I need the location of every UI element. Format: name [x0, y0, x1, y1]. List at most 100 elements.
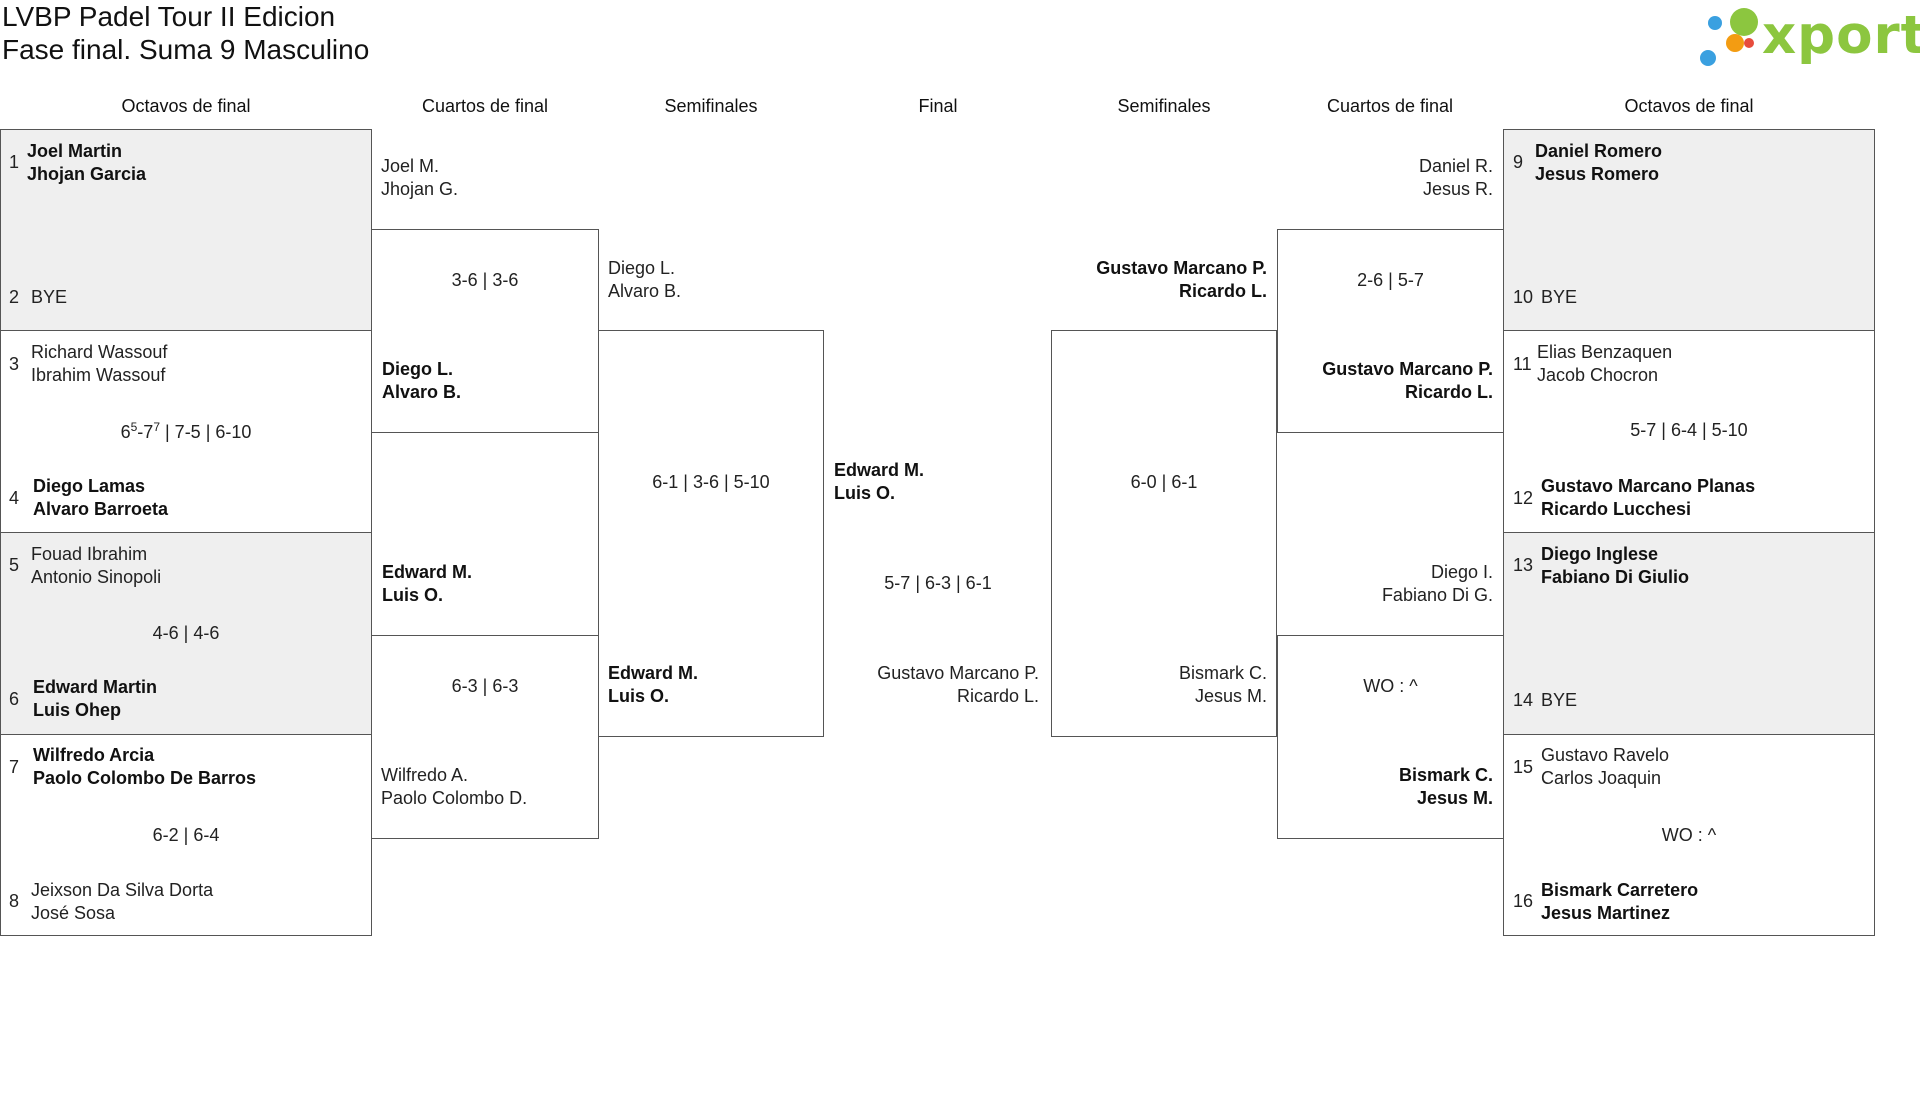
seed-8: 8 [9, 891, 20, 911]
player-name: Jesus R. [1422, 179, 1493, 199]
seed-15: 15 [1513, 757, 1534, 777]
round-header-right-qf: Cuartos de final [1326, 96, 1454, 116]
player-name: José Sosa [31, 903, 116, 923]
match-score: 3-6 | 3-6 [451, 270, 519, 290]
round-header-left-qf: Cuartos de final [421, 96, 549, 116]
final-runnerup-name: Gustavo Marcano P. [877, 663, 1039, 683]
match-left-sf[interactable] [598, 330, 824, 737]
logo-dot-blue [1708, 16, 1722, 30]
player-name: Diego L. [382, 359, 453, 379]
player-name: Daniel R. [1418, 156, 1493, 176]
match-score: WO : ^ [1363, 676, 1418, 696]
player-name: Diego L. [608, 258, 676, 278]
player-name: Gustavo Marcano P. [1096, 258, 1267, 278]
seed-10: 10 [1513, 287, 1534, 307]
player-name: Elias Benzaquen [1537, 342, 1673, 362]
match-score: 6-0 | 6-1 [1130, 472, 1198, 492]
match-right-r16-4[interactable] [1503, 734, 1875, 936]
match-left-qf-2[interactable] [371, 635, 599, 839]
player-name: Fouad Ibrahim [31, 544, 148, 564]
match-score: 65-77 | 7-5 | 6-10 [0, 420, 372, 443]
match-score: 2-6 | 5-7 [1357, 270, 1424, 290]
player-name: Edward M. [608, 663, 699, 683]
player-name: Alvaro B. [608, 281, 682, 301]
page-subtitle: Fase final. Suma 9 Masculino [2, 34, 370, 65]
seed-12: 12 [1513, 488, 1534, 508]
round-header-final: Final [918, 96, 958, 116]
seed-16: 16 [1513, 891, 1534, 911]
final-score: 5-7 | 6-3 | 6-1 [884, 573, 992, 593]
player-name: Diego I. [1430, 562, 1493, 582]
score-set1: 6 [120, 422, 131, 442]
player-name: Wilfredo Arcia [33, 745, 155, 765]
player-name: Ricardo L. [1404, 382, 1493, 402]
player-name: Joel Martin [27, 141, 123, 161]
tiebreak: 7 [153, 420, 160, 434]
player-name: Daniel Romero [1535, 141, 1663, 161]
match-score: 6-3 | 6-3 [451, 676, 519, 696]
bye-label: BYE [1541, 287, 1578, 307]
logo-text: xporty [1762, 5, 1920, 66]
seed-2: 2 [9, 287, 20, 307]
match-score: 6-2 | 6-4 [152, 825, 220, 845]
player-name: Luis O. [608, 686, 670, 706]
player-name: Diego Inglese [1541, 544, 1659, 564]
player-name: Jesus M. [1194, 686, 1267, 706]
player-name: Joel M. [381, 156, 440, 176]
player-name: Jesus M. [1416, 788, 1493, 808]
tiebreak: 5 [130, 420, 138, 434]
player-name: Luis Ohep [33, 700, 122, 720]
page-title: LVBP Padel Tour II Edicion [2, 1, 336, 32]
logo-dot-green [1730, 8, 1758, 36]
round-header-right-sf: Semifinales [1117, 96, 1211, 116]
match-score: 5-7 | 6-4 | 5-10 [1630, 420, 1748, 440]
match-right-sf[interactable] [1051, 330, 1277, 737]
seed-14: 14 [1513, 690, 1534, 710]
player-name: Jesus Romero [1535, 164, 1660, 184]
logo-dot-orange [1726, 34, 1744, 52]
round-header-left-sf: Semifinales [664, 96, 758, 116]
player-name: Edward Martin [33, 677, 158, 697]
player-name: Fabiano Di G. [1381, 585, 1493, 605]
player-name: Ricardo Lucchesi [1541, 499, 1692, 519]
player-name: Diego Lamas [33, 476, 146, 496]
match-score: WO : ^ [1661, 825, 1717, 845]
seed-3: 3 [9, 354, 20, 374]
match-left-r16-1[interactable] [0, 129, 372, 331]
player-name: Luis O. [382, 585, 444, 605]
player-name: Jacob Chocron [1537, 365, 1659, 385]
player-name: Carlos Joaquin [1541, 768, 1662, 788]
player-name: Alvaro B. [382, 382, 462, 402]
match-left-r16-3[interactable] [0, 532, 372, 735]
player-name: Ricardo L. [1178, 281, 1267, 301]
player-name: Ibrahim Wassouf [31, 365, 166, 385]
player-name: Bismark C. [1178, 663, 1267, 683]
final-runnerup-name: Ricardo L. [956, 686, 1039, 706]
player-name: Bismark C. [1398, 765, 1493, 785]
bye-label: BYE [31, 287, 68, 307]
seed-5: 5 [9, 555, 20, 575]
player-name: Bismark Carretero [1541, 880, 1699, 900]
xporty-logo[interactable]: xporty [1700, 4, 1920, 72]
match-right-r16-3[interactable] [1503, 532, 1875, 735]
match-right-r16-1[interactable] [1503, 129, 1875, 331]
bye-label: BYE [1541, 690, 1578, 710]
logo-dot-red [1744, 38, 1754, 48]
match-score: 6-1 | 3-6 | 5-10 [652, 472, 770, 492]
player-name: Edward M. [382, 562, 473, 582]
seed-4: 4 [9, 488, 20, 508]
player-name: Jesus Martinez [1541, 903, 1671, 923]
player-name: Gustavo Marcano P. [1322, 359, 1493, 379]
seed-11: 11 [1513, 354, 1532, 374]
player-name: Jhojan G. [381, 179, 459, 199]
score-set1b: -7 [137, 422, 154, 442]
round-header-left-r16: Octavos de final [121, 96, 251, 116]
player-name: Antonio Sinopoli [31, 567, 162, 587]
player-name: Paolo Colombo D. [381, 788, 528, 808]
seed-7: 7 [9, 757, 20, 777]
player-name: Jeixson Da Silva Dorta [31, 880, 214, 900]
match-score: 4-6 | 4-6 [152, 623, 220, 643]
player-name: Gustavo Ravelo [1541, 745, 1670, 765]
player-name: Richard Wassouf [31, 342, 168, 362]
round-header-right-r16: Octavos de final [1624, 96, 1754, 116]
